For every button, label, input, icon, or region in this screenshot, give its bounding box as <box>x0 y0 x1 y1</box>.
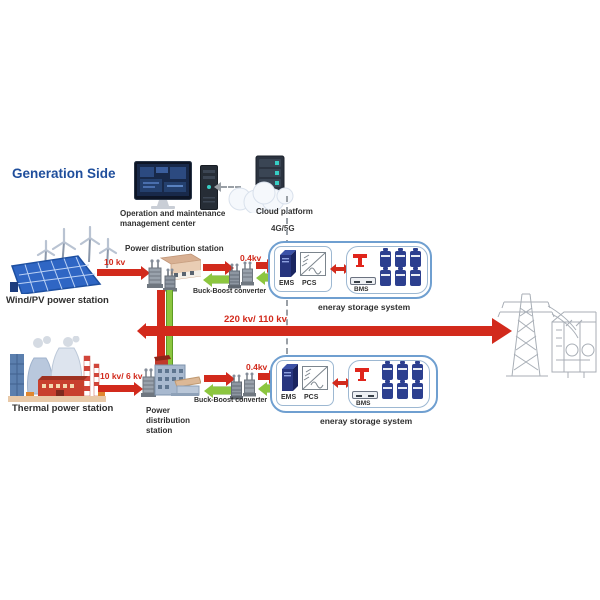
bms-rack-bottom-icon <box>352 391 378 399</box>
cloud-server-icon <box>228 155 294 213</box>
battery-icon <box>382 380 393 399</box>
battery-icon <box>380 248 391 267</box>
dist-to-converter-arrow-bottom <box>204 371 235 386</box>
pcs-label-bottom: PCS <box>304 394 319 401</box>
wind-pv-station-label: Wind/PV power station <box>6 295 109 306</box>
storage-system-top-label: eneray storage system <box>318 302 411 312</box>
pcs-bms-link-arrow-top <box>330 264 350 274</box>
buck-boost-converter-bottom-icon <box>230 372 256 400</box>
wind-pv-station-icon <box>10 226 118 294</box>
brand-t-logo-top-icon <box>353 254 367 267</box>
thermal-station-label: Thermal power station <box>12 403 114 414</box>
ems-cabinet-top-icon <box>280 250 296 277</box>
ems-cabinet-bottom-icon <box>282 364 298 391</box>
dist-station-bottom-label: Power distribution station <box>146 406 190 435</box>
bms-label-top: BMS <box>354 286 369 293</box>
cloud-storage-dashed-link-top <box>286 196 288 246</box>
om-center-label: Operation and maintenance management cen… <box>120 209 226 228</box>
buck-boost-converter-top-label: Buck-Boost converter <box>193 288 267 295</box>
dist-station-top-label: Power distribution station <box>125 244 224 253</box>
battery-icon <box>380 267 391 286</box>
battery-icon <box>395 248 406 267</box>
pcs-bms-link-arrow-bottom <box>332 378 352 388</box>
dist-to-converter-arrow-top <box>203 260 234 275</box>
brand-t-logo-bottom-icon <box>355 368 369 381</box>
dist-station-bottom-icon <box>141 355 201 397</box>
converter-to-dist-arrow-bottom <box>204 383 235 398</box>
battery-icon <box>412 361 423 380</box>
dist-out-voltage-bottom-label: 0.4kv <box>246 362 268 372</box>
cloud-platform-label: Cloud platform <box>256 207 313 216</box>
dist-out-voltage-top-label: 0.4kv <box>240 253 262 263</box>
bms-label-bottom: BMS <box>356 400 371 407</box>
wind-line-voltage-label: 10 kv <box>104 257 126 267</box>
converter-to-storage-arrow-top <box>256 258 276 273</box>
network-4g5g-label: 4G/5G <box>271 224 295 233</box>
converter-to-storage-arrow-bottom <box>258 369 278 384</box>
buck-boost-converter-bottom-label: Buck-Boost converter <box>194 397 268 404</box>
wind-to-dist-arrow <box>97 265 150 280</box>
thermal-line-voltage-label: 10 kv/ 6 kv <box>100 371 143 381</box>
ems-label-top: EMS <box>279 280 295 287</box>
om-cloud-arrowhead-icon <box>214 182 221 192</box>
page-title: Generation Side <box>12 166 116 181</box>
battery-icon <box>397 361 408 380</box>
thermal-station-icon <box>8 336 106 402</box>
converter-to-dist-arrow-top <box>203 272 234 287</box>
battery-icon <box>382 361 393 380</box>
transmission-tower-sketch-icon <box>497 293 597 378</box>
battery-icon <box>412 380 423 399</box>
transmission-voltage-label: 220 kv/ 110 kv <box>224 314 287 325</box>
bms-rack-top-icon <box>350 277 376 285</box>
pcs-inverter-top-icon <box>300 252 326 276</box>
buck-boost-converter-top-icon <box>228 261 254 289</box>
ems-label-bottom: EMS <box>281 394 297 401</box>
storage-system-bottom-label: eneray storage system <box>320 416 413 426</box>
thermal-to-dist-arrow <box>98 381 143 396</box>
dist-station-top-icon <box>147 253 201 292</box>
battery-icon <box>395 267 406 286</box>
pcs-label-top: PCS <box>302 280 317 287</box>
battery-icon <box>410 267 421 286</box>
pcs-inverter-bottom-icon <box>302 366 328 390</box>
battery-icon <box>397 380 408 399</box>
transmission-arrow <box>137 318 512 344</box>
monitor-icon <box>134 161 192 209</box>
om-cloud-dashed-link <box>221 186 241 188</box>
battery-icon <box>410 248 421 267</box>
